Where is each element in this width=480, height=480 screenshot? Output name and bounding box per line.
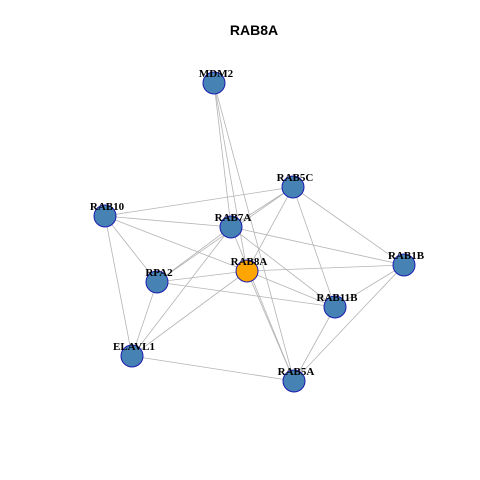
node-layer <box>93 71 416 393</box>
edge-rab1b-rab5a <box>293 264 405 382</box>
node-label-rab10: RAB10 <box>90 201 125 213</box>
edge-rab5c-rab8a <box>246 186 294 272</box>
node-rab11b[interactable] <box>323 295 347 319</box>
edge-rab10-elavl1 <box>104 215 133 357</box>
edge-rab5c-rab1b <box>292 186 405 266</box>
edge-rab10-rpa2 <box>104 215 158 283</box>
node-label-rab5c: RAB5C <box>277 172 314 184</box>
node-rab1b[interactable] <box>392 253 416 277</box>
node-rab5c[interactable] <box>281 175 305 199</box>
edge-rpa2-elavl1 <box>131 281 158 357</box>
edge-rab8a-rab11b <box>246 270 336 308</box>
edge-rab5c-rab11b <box>292 186 336 308</box>
node-rab5a[interactable] <box>282 369 306 393</box>
node-rab7a[interactable] <box>219 215 243 239</box>
edge-rab8a-elavl1 <box>131 270 248 357</box>
node-label-rab7a: RAB7A <box>215 212 252 224</box>
node-mdm2[interactable] <box>202 71 226 95</box>
edge-rab7a-rab11b <box>230 226 336 308</box>
edge-rab7a-rab1b <box>230 226 405 266</box>
edge-rab10-rab8a <box>104 215 248 272</box>
node-rab8a[interactable] <box>235 259 259 283</box>
node-rab10[interactable] <box>93 204 117 228</box>
node-label-rab1b: RAB1B <box>388 250 425 262</box>
node-label-rpa2: RPA2 <box>145 267 173 279</box>
edge-rab7a-elavl1 <box>131 226 232 357</box>
node-label-mdm2: MDM2 <box>199 68 234 80</box>
edge-mdm2-rab7a <box>213 82 232 228</box>
node-label-rab8a: RAB8A <box>231 256 268 268</box>
node-label-elavl1: ELAVL1 <box>113 341 155 353</box>
node-elavl1[interactable] <box>120 344 144 368</box>
edge-rab1b-rab11b <box>334 264 405 308</box>
edge-rab5c-rab7a <box>230 186 294 228</box>
edge-layer <box>104 82 405 382</box>
edge-rab8a-rab1b <box>246 264 405 272</box>
edge-rab11b-rab5a <box>293 306 336 382</box>
edge-rpa2-rab11b <box>156 281 336 308</box>
edge-elavl1-rab5a <box>131 355 295 382</box>
edge-rab7a-rab5a <box>230 226 295 382</box>
edge-rab10-rab7a <box>104 215 232 228</box>
edge-rab10-rab5c <box>104 186 294 217</box>
graph-title: RAB8A <box>230 22 278 38</box>
edge-rab8a-rpa2 <box>156 270 248 283</box>
edge-rab7a-rpa2 <box>156 226 232 283</box>
edge-mdm2-rab8a <box>213 82 248 272</box>
node-label-rab5a: RAB5A <box>278 366 315 378</box>
node-rpa2[interactable] <box>145 270 169 294</box>
node-label-rab11b: RAB11B <box>317 292 359 304</box>
edge-rab8a-rab5a <box>246 270 295 382</box>
